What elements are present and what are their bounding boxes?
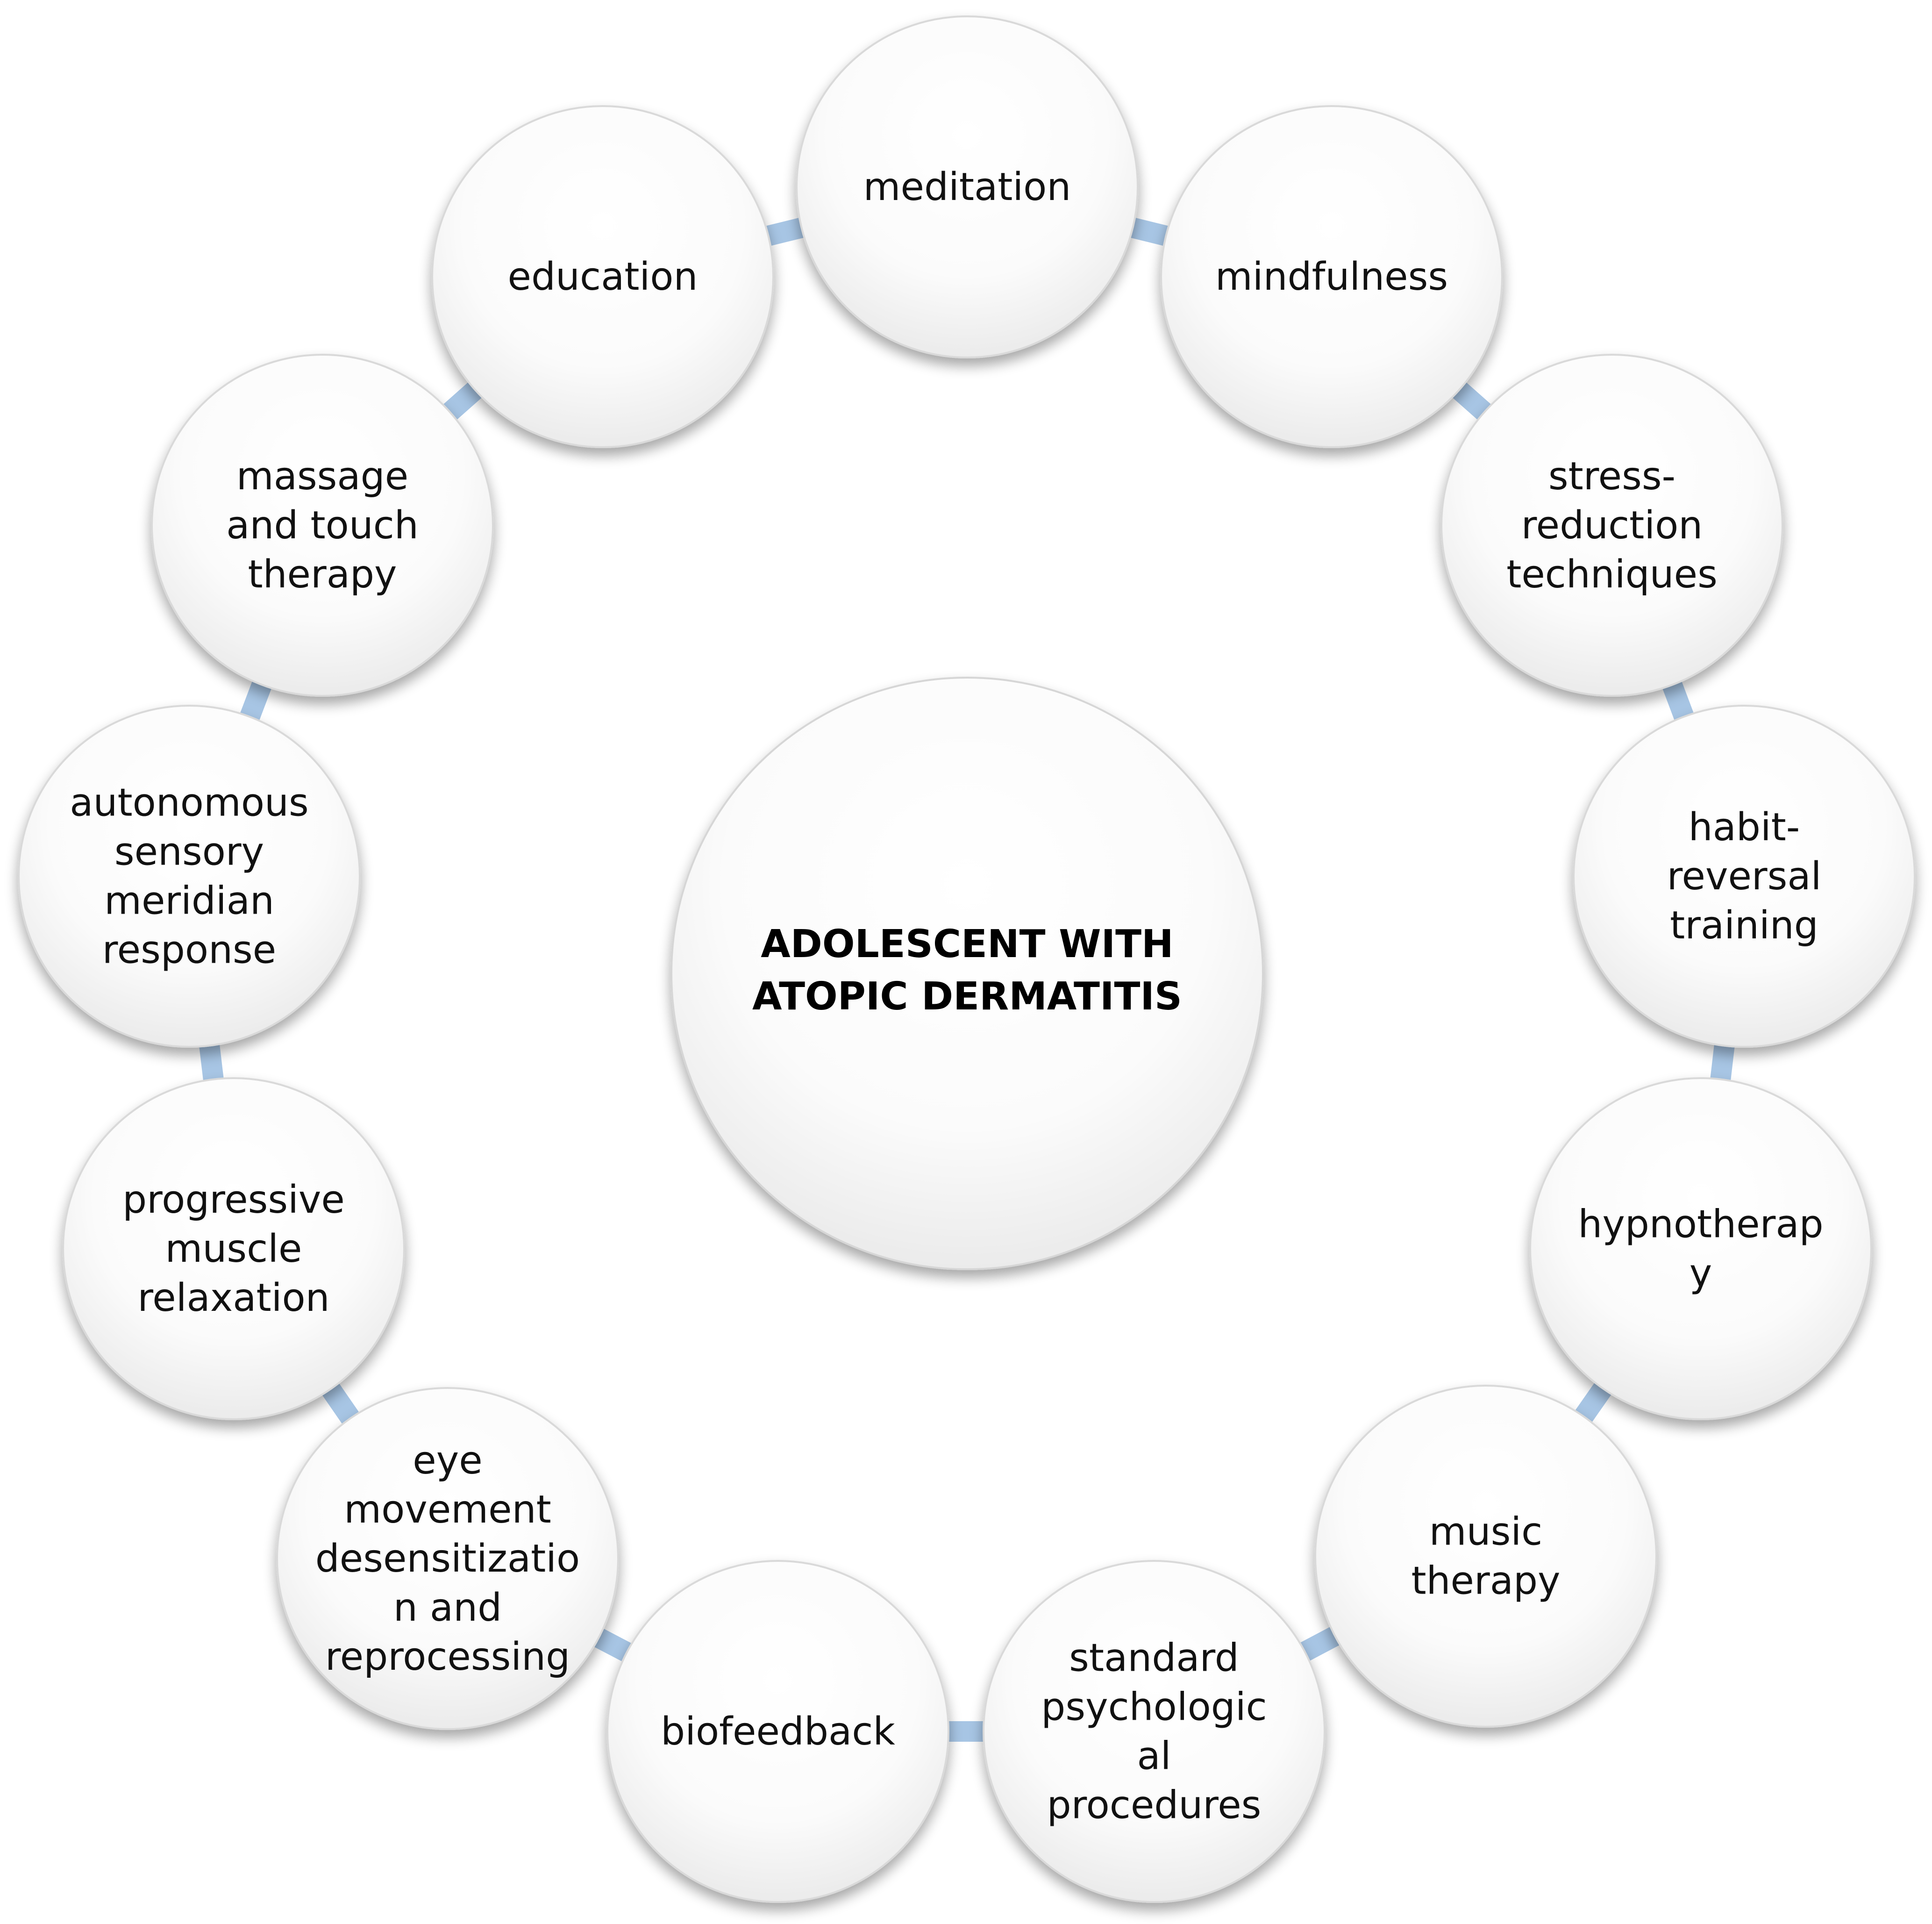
node-mindfulness: mindfulness [1160,105,1503,448]
node-label-line: therapy [1411,1559,1560,1603]
node-label-line: meditation [863,165,1071,209]
node-circle [1573,705,1916,1048]
node-label-line: reversal [1667,854,1822,899]
node-label-line: training [1670,903,1818,948]
center-circle [670,677,1264,1270]
node-label-line: progressive [122,1178,345,1222]
center-label-line-1: ADOLESCENT WITH [761,922,1173,966]
node-label-line: reduction [1521,503,1703,548]
node-label-line: psychologic [1041,1685,1267,1730]
node-progressive-muscle: progressive muscle relaxation [62,1077,405,1420]
node-circle [606,1560,949,1903]
node-label-line: movement [344,1488,551,1532]
node-biofeedback: biofeedback [606,1560,949,1903]
node-label-line: n and [393,1586,502,1630]
node-circle [796,15,1139,358]
node-circle [276,1387,619,1730]
node-label-line: hypnotherap [1578,1202,1823,1247]
node-label-line: relaxation [137,1276,329,1320]
node-label-line: music [1429,1510,1542,1554]
center-label-line-2: ATOPIC DERMATITIS [752,974,1182,1019]
node-label-line: eye [413,1438,482,1483]
node-label-line: techniques [1506,552,1718,597]
node-circle [62,1077,405,1420]
node-circle [1529,1077,1872,1420]
center-node: ADOLESCENT WITH ATOPIC DERMATITIS [670,677,1264,1270]
node-label-line: al [1137,1734,1171,1779]
node-label-line: biofeedback [661,1709,895,1754]
node-emdr: eye movement desensitizatio n and reprocessi… [276,1387,619,1730]
node-education: education [431,105,774,448]
node-label-line: response [102,928,276,973]
node-circle [1440,354,1783,697]
node-label-line: procedures [1047,1783,1262,1828]
node-label-line: massage [236,454,408,499]
node-circle [1314,1385,1657,1728]
node-label-line: muscle [165,1227,302,1271]
node-label-line: standard [1069,1636,1239,1681]
node-circle [18,705,361,1048]
node-label-line: stress- [1548,454,1675,499]
node-music-therapy: music therapy [1314,1385,1657,1728]
node-label-line: and touch [226,503,419,548]
node-label-line: habit- [1689,805,1800,850]
nodes-layer: meditation mindfulness stress-reductiontec… [18,15,1916,1903]
node-circle [151,354,494,697]
node-label-line: sensory [114,830,264,874]
node-label-line: desensitizatio [315,1537,580,1581]
node-label-line: y [1690,1252,1712,1296]
node-label-line: education [508,255,698,299]
node-label-line: therapy [248,552,397,597]
node-label-line: autonomous [70,781,308,825]
node-hypnotherapy: hypnotherap y [1529,1077,1872,1420]
node-circle [983,1560,1326,1903]
node-label-line: meridian [104,879,274,923]
node-meditation: meditation [796,15,1139,358]
node-asmr: autonomous sensory meridian response [18,705,361,1048]
node-label-line: reprocessing [325,1635,570,1679]
node-circle [1160,105,1503,448]
node-label-line: mindfulness [1215,255,1448,299]
node-circle [431,105,774,448]
